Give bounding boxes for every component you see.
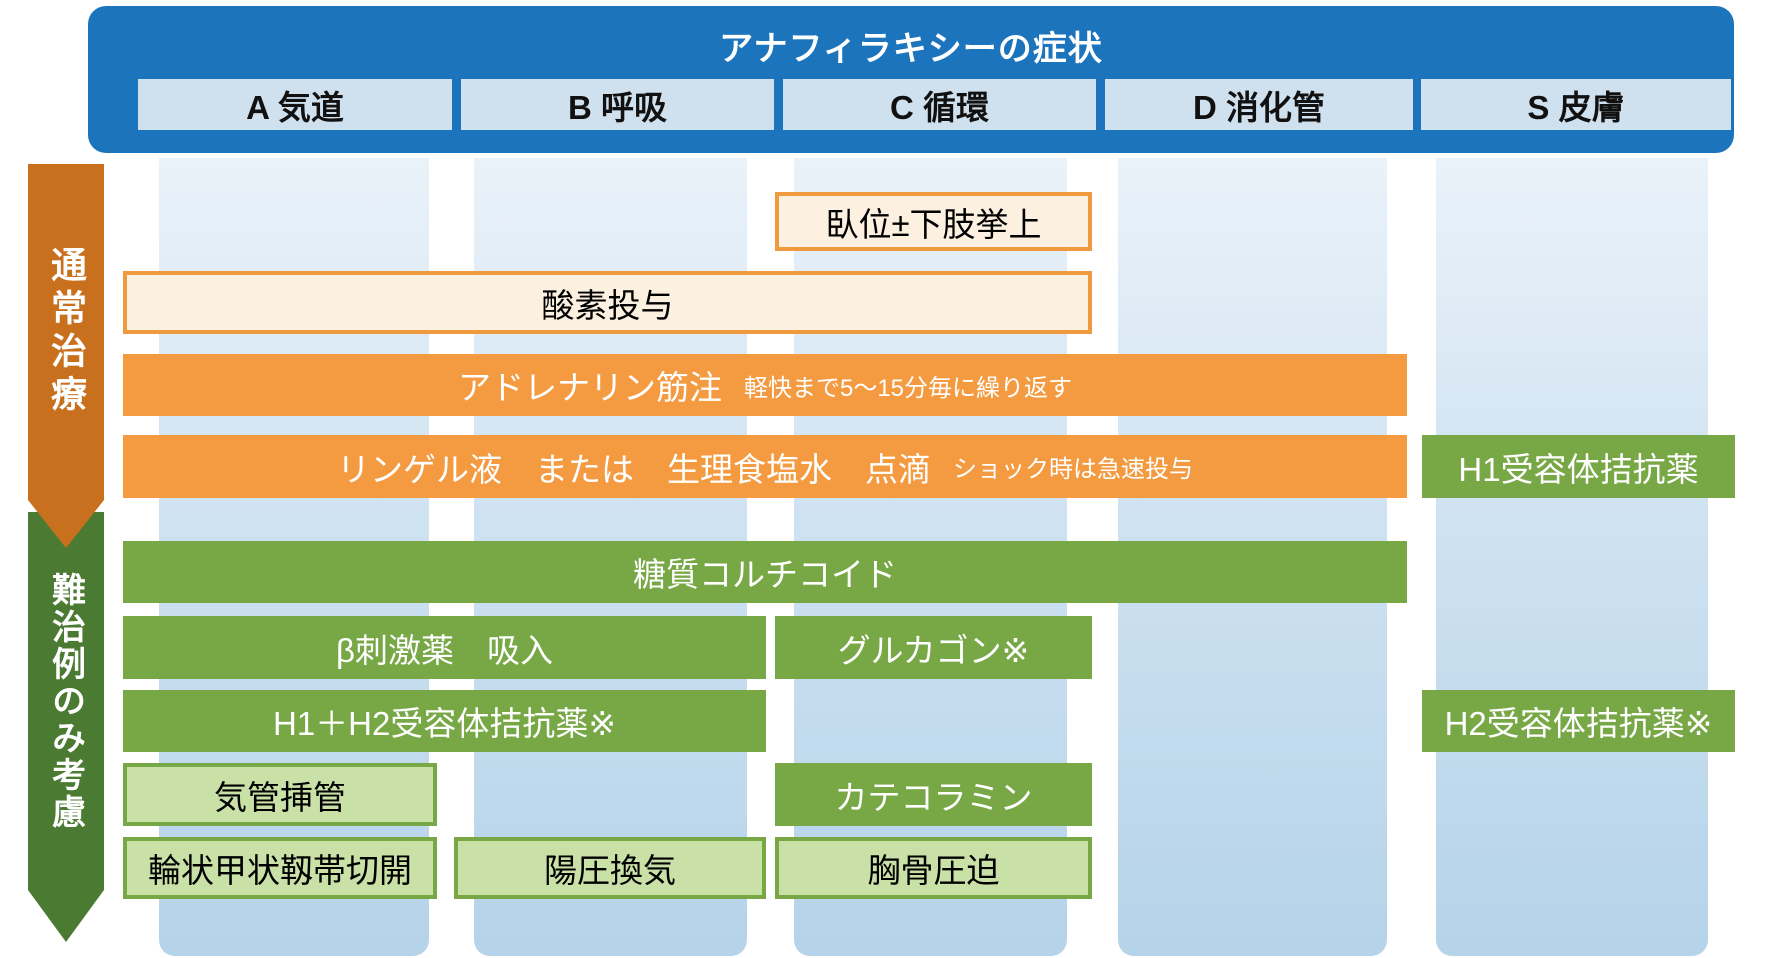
phase-arrow-refractory: 難治例のみ考慮 xyxy=(28,512,104,890)
treatment-adrenaline-label: アドレナリン筋注 xyxy=(457,369,722,406)
phase-label-normal-treatment: 通常治療 xyxy=(46,246,87,418)
chart-title: アナフィラキシーの症状 xyxy=(719,30,1103,68)
treatment-h1-blocker: H1受容体拮抗薬 xyxy=(1422,435,1735,498)
column-header-gi: D 消化管 xyxy=(1105,79,1413,130)
phase-label-refractory: 難治例のみ考慮 xyxy=(46,571,85,831)
treatment-glucocorticoid: 糖質コルチコイド xyxy=(123,541,1407,603)
treatment-iv-fluids: リンゲル液 または 生理食塩水 点滴 ショック時は急速投与 xyxy=(123,435,1407,498)
treatment-glucagon: グルカゴン※ xyxy=(775,616,1092,679)
treatment-cricothyrotomy: 輪状甲状靱帯切開 xyxy=(123,837,437,899)
treatment-catecholamine: カテコラミン xyxy=(775,763,1092,826)
column-header-circulation: C 循環 xyxy=(783,79,1096,130)
phase-arrow-normal-treatment-tip xyxy=(28,500,104,548)
column-band-skin xyxy=(1436,158,1708,956)
treatment-beta-agonist-inhalation: β刺激薬 吸入 xyxy=(123,616,766,679)
treatment-h1-h2-blocker: H1＋H2受容体拮抗薬※ xyxy=(123,690,766,752)
treatment-chest-compression: 胸骨圧迫 xyxy=(775,837,1092,899)
treatment-iv-fluids-note: ショック時は急速投与 xyxy=(953,456,1193,483)
phase-arrow-refractory-tip xyxy=(28,890,104,942)
column-header-airway: A 気道 xyxy=(138,79,452,130)
treatment-iv-fluids-label: リンゲル液 または 生理食塩水 点滴 xyxy=(337,450,931,488)
treatment-adrenaline-im: アドレナリン筋注 軽快まで5〜15分毎に繰り返す xyxy=(123,354,1407,416)
treatment-adrenaline-note: 軽快まで5〜15分毎に繰り返す xyxy=(743,374,1073,402)
treatment-oxygen: 酸素投与 xyxy=(123,271,1092,334)
column-header-breathing: B 呼吸 xyxy=(461,79,774,130)
phase-arrow-normal-treatment: 通常治療 xyxy=(28,164,104,500)
treatment-positive-pressure-ventilation: 陽圧換気 xyxy=(454,837,766,899)
column-header-skin: S 皮膚 xyxy=(1421,79,1731,130)
treatment-h2-blocker: H2受容体拮抗薬※ xyxy=(1422,690,1735,752)
treatment-tracheal-intubation: 気管挿管 xyxy=(123,763,437,826)
treatment-supine-position: 臥位±下肢挙上 xyxy=(775,192,1092,251)
